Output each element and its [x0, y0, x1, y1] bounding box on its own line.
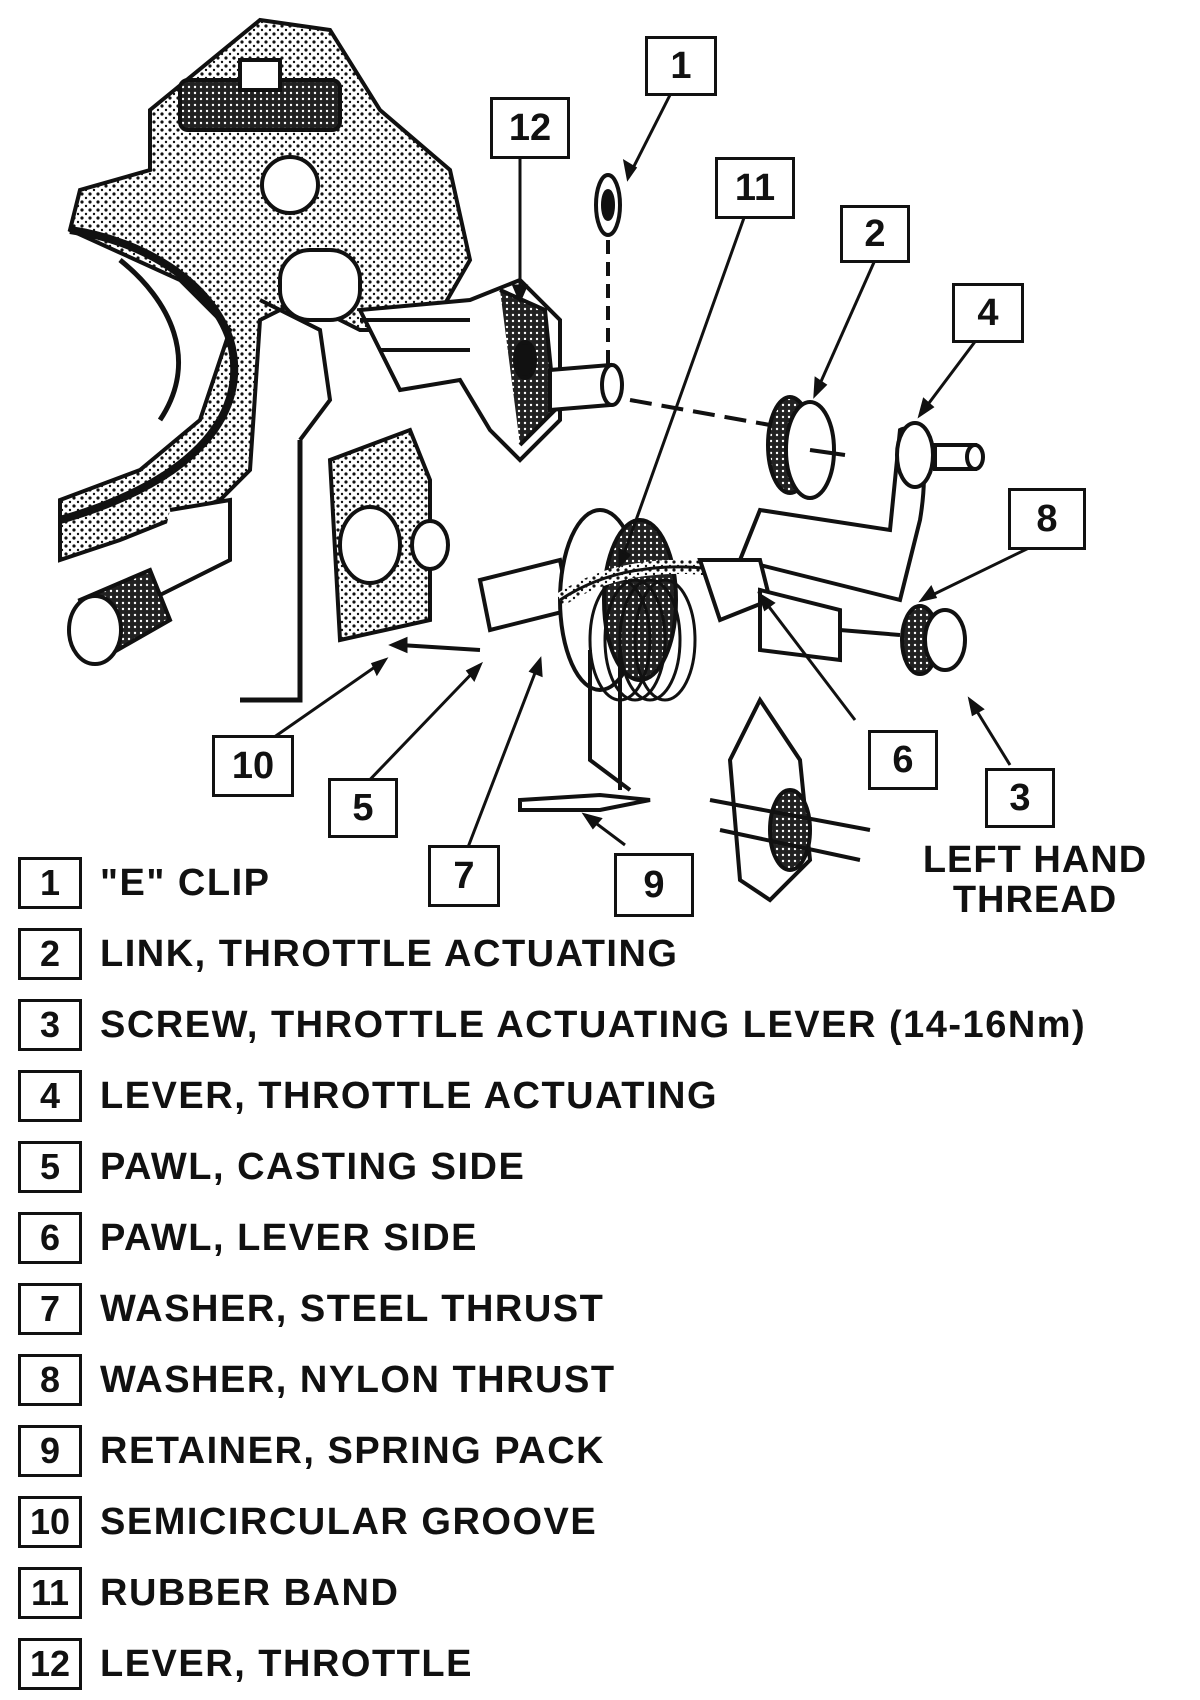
legend-row-3: 3 SCREW, THROTTLE ACTUATING LEVER (14-16… — [18, 997, 1086, 1053]
legend-label: RETAINER, SPRING PACK — [100, 1429, 606, 1472]
legend-number: 1 — [18, 857, 82, 909]
throttle-shaft — [548, 362, 624, 413]
legend-label: PAWL, CASTING SIDE — [100, 1145, 526, 1188]
legend-row-5: 5 PAWL, CASTING SIDE — [18, 1139, 525, 1195]
thread-note-line2: THREAD — [952, 879, 1118, 921]
legend-number: 6 — [18, 1212, 82, 1264]
callout-12: 12 — [490, 97, 570, 159]
legend-row-12: 12 LEVER, THROTTLE — [18, 1636, 473, 1692]
callout-6: 6 — [868, 730, 938, 790]
callout-10: 10 — [212, 735, 294, 797]
legend-number: 5 — [18, 1141, 82, 1193]
exploded-assembly-diagram — [58, 17, 1036, 903]
actuating-link-part — [629, 395, 846, 500]
left-hand-thread-note: LEFT HAND THREAD — [900, 840, 1170, 920]
legend-number: 11 — [18, 1567, 82, 1619]
legend-row-11: 11 RUBBER BAND — [18, 1565, 399, 1621]
legend-number: 2 — [18, 928, 82, 980]
callout-3: 3 — [985, 768, 1055, 828]
legend-number: 10 — [18, 1496, 82, 1548]
callout-1: 1 — [645, 36, 717, 96]
legend-label: LEVER, THROTTLE ACTUATING — [100, 1074, 719, 1117]
throttle-lever-part — [356, 277, 562, 463]
legend-row-7: 7 WASHER, STEEL THRUST — [18, 1281, 604, 1337]
thread-note-line1: LEFT HAND — [922, 839, 1148, 881]
legend-label: RUBBER BAND — [100, 1571, 400, 1614]
legend-row-10: 10 SEMICIRCULAR GROOVE — [18, 1494, 597, 1550]
legend-row-9: 9 RETAINER, SPRING PACK — [18, 1423, 605, 1479]
callout-8: 8 — [1008, 488, 1086, 550]
leader-lines — [269, 94, 1036, 856]
legend-number: 4 — [18, 1070, 82, 1122]
legend-row-2: 2 LINK, THROTTLE ACTUATING — [18, 926, 678, 982]
legend-label: LINK, THROTTLE ACTUATING — [100, 932, 679, 975]
legend-label: "E" CLIP — [100, 861, 271, 904]
callout-7: 7 — [428, 845, 500, 907]
callout-9: 9 — [614, 853, 694, 917]
legend-label: SCREW, THROTTLE ACTUATING LEVER (14-16Nm… — [100, 1003, 1087, 1046]
legend-label: SEMICIRCULAR GROOVE — [100, 1500, 598, 1543]
legend-row-8: 8 WASHER, NYLON THRUST — [18, 1352, 616, 1408]
legend-number: 9 — [18, 1425, 82, 1477]
legend-row-1: 1 "E" CLIP — [18, 855, 271, 911]
legend-number: 3 — [18, 999, 82, 1051]
throttle-body-casting — [58, 17, 473, 703]
legend-row-6: 6 PAWL, LEVER SIDE — [18, 1210, 478, 1266]
actuating-lever-part — [737, 421, 985, 603]
legend-number: 12 — [18, 1638, 82, 1690]
spring-pack-assembly — [477, 508, 967, 903]
callout-5: 5 — [328, 778, 398, 838]
legend-number: 7 — [18, 1283, 82, 1335]
legend-label: WASHER, STEEL THRUST — [100, 1287, 605, 1330]
legend-label: LEVER, THROTTLE — [100, 1642, 473, 1685]
callout-2: 2 — [840, 205, 910, 263]
e-clip-part — [594, 173, 622, 365]
legend-label: WASHER, NYLON THRUST — [100, 1358, 616, 1401]
legend-label: PAWL, LEVER SIDE — [100, 1216, 479, 1259]
legend-number: 8 — [18, 1354, 82, 1406]
callout-11: 11 — [715, 157, 795, 219]
callout-4: 4 — [952, 283, 1024, 343]
legend-row-4: 4 LEVER, THROTTLE ACTUATING — [18, 1068, 718, 1124]
